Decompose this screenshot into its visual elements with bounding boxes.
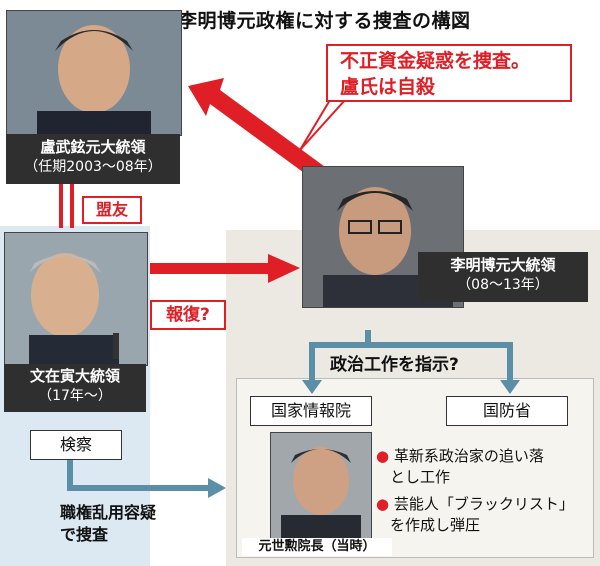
moon-label: 文在寅大統領 （17年～） [4,364,146,412]
ally-line-right [70,184,74,228]
prosecution-box: 検察 [30,430,122,460]
lee-name: 李明博元大統領 [450,256,556,274]
defense-box: 国防省 [446,396,568,426]
moon-name: 文在寅大統領 [29,367,120,385]
nis-box: 国家情報院 [250,396,372,426]
instruct-label: 政治工作を指示? [326,350,463,375]
page-title: 李明博元政権に対する捜査の構図 [178,10,471,32]
charge-line1: 職権乱用容疑 [60,503,157,522]
arrow-prosecution-to-nis [208,478,226,498]
arrow-moon-to-lee-head [268,254,300,283]
arrow-lee-to-roh [188,78,332,186]
revenge-label: 報復? [150,300,226,330]
charge-line2: で捜査 [60,525,109,544]
bullet-list: ● 革新系政治家の追い落 とし工作 ● 芸能人「ブラックリスト」 を作成し弾圧 [376,446,592,536]
ally-line-left [59,184,63,228]
arrow-to-nis [302,380,322,394]
roh-label: 盧武鉉元大統領 （任期2003～08年） [6,134,180,184]
bullet-dot-icon: ● [376,495,390,513]
charge-text: 職権乱用容疑 で捜査 [60,502,156,546]
bullet-1-line1: 革新系政治家の追い落 [393,447,544,465]
ally-label: 盟友 [82,196,142,224]
note-line1: 不正資金疑惑を捜査。 [340,50,531,72]
bullet-item: ● 芸能人「ブラックリスト」 を作成し弾圧 [376,494,592,536]
director-label: 元世勲院長（当時） [242,538,392,556]
lee-term: （08～13年） [457,277,549,293]
note-callout-tail [299,99,348,151]
roh-name: 盧武鉉元大統領 [40,138,146,156]
note-line2: 盧氏は自殺 [340,76,436,98]
roh-portrait [6,10,182,136]
bullet-2-line1: 芸能人「ブラックリスト」 [393,495,574,513]
bullet-item: ● 革新系政治家の追い落 とし工作 [376,446,592,488]
suicide-note: 不正資金疑惑を捜査。 盧氏は自殺 [326,44,572,102]
bullet-2-line2: を作成し弾圧 [390,516,481,534]
arrow-moon-to-lee-shaft [150,263,270,274]
arrow-to-defense [500,380,520,394]
roh-term: （任期2003～08年） [24,159,162,175]
moon-term: （17年～） [38,388,112,404]
lee-label: 李明博元大統領 （08～13年） [418,252,588,302]
bullet-1-line2: とし工作 [390,468,451,486]
director-portrait [270,432,372,540]
moon-portrait [4,232,148,366]
bullet-dot-icon: ● [376,447,390,465]
